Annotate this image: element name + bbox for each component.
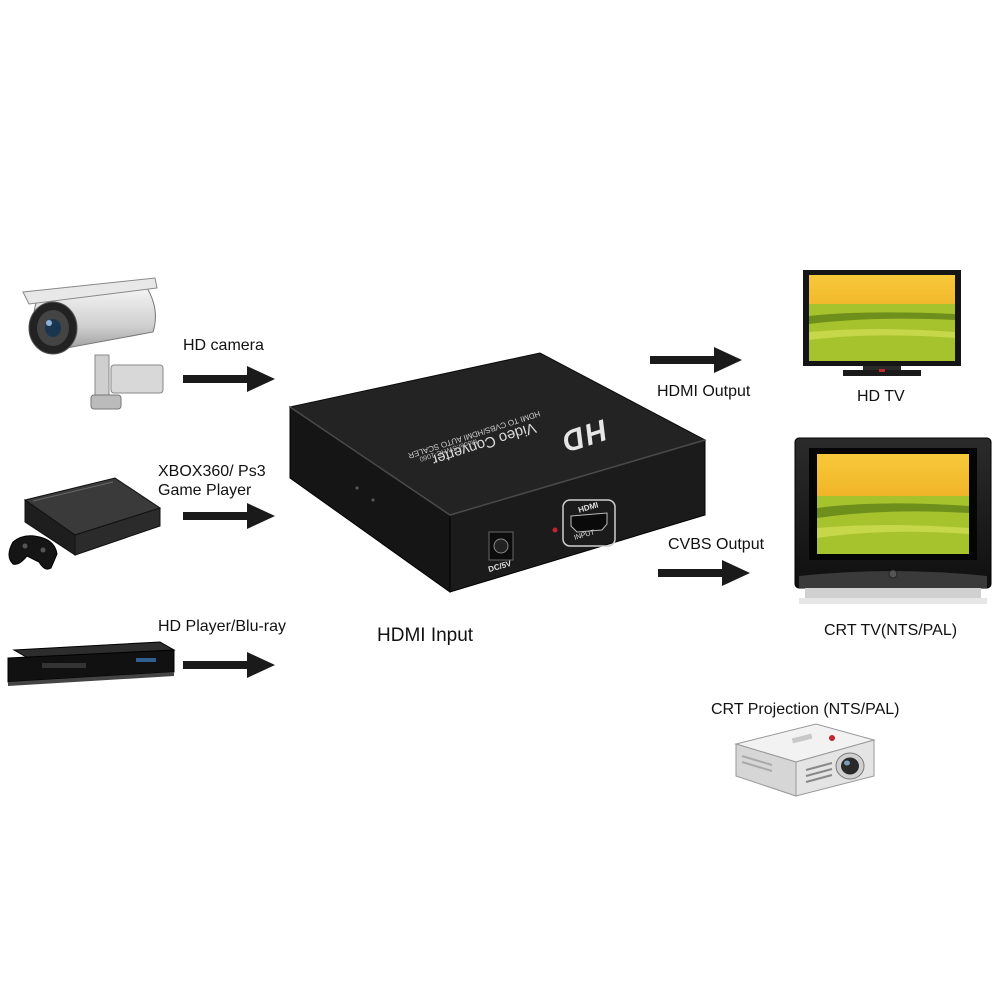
lcd-tv-icon (803, 270, 961, 376)
console-label-line2: Game Player (158, 482, 252, 499)
arrow-right-icon (183, 366, 275, 392)
projector-label: CRT Projection (NTS/PAL) (711, 701, 900, 718)
console-label-line1: XBOX360/ Ps3 (158, 463, 266, 480)
bluray-player-icon (7, 641, 176, 686)
hd-tv-label: HD TV (857, 388, 905, 405)
crt-tv-label: CRT TV(NTS/PAL) (824, 622, 958, 639)
crt-tv-icon (794, 437, 992, 604)
projector-icon (734, 723, 876, 797)
hdmi-input-caption: HDMI Input (377, 625, 474, 646)
converter-box-icon (288, 352, 707, 593)
arrow-right-icon (183, 652, 275, 678)
hdmi-output-label: HDMI Output (657, 383, 751, 400)
cvbs-output-label: CVBS Output (668, 536, 765, 553)
arrow-right-icon (658, 560, 750, 586)
arrow-right-icon (183, 503, 275, 529)
hd-player-label: HD Player/Blu-ray (158, 618, 287, 635)
hd-camera-label: HD camera (183, 337, 264, 354)
cctv-camera-icon (22, 277, 164, 410)
arrow-right-icon (650, 347, 742, 373)
game-console-icon (8, 477, 162, 570)
